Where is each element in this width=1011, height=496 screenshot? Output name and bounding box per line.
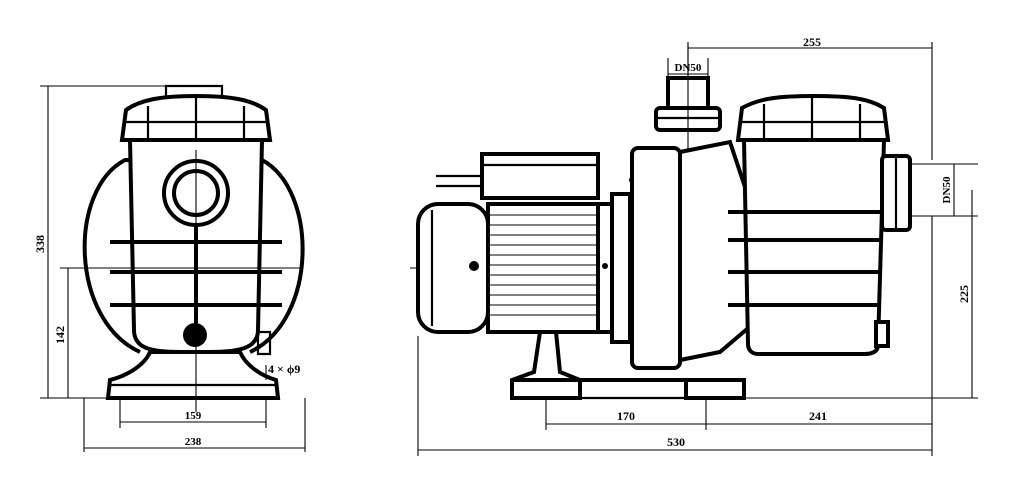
front-view: 338 142 159 238 4 × ϕ9 — [33, 84, 306, 452]
flange-bolt-1 — [602, 263, 608, 269]
dim-225-label: 225 — [957, 285, 971, 303]
dim-142-label: 142 — [53, 326, 67, 344]
dim-530-label: 530 — [667, 435, 685, 449]
drain-plug-side — [874, 320, 890, 348]
motor-end-screw — [469, 261, 479, 271]
side-view: 255 DN50 DN50 225 170 241 530 — [410, 35, 978, 456]
front-drain-fitting — [256, 330, 272, 356]
front-drain-plug — [183, 323, 207, 347]
bolt-holes-note: 4 × ϕ9 — [268, 362, 300, 376]
motor-body — [486, 202, 600, 334]
dim-238-label: 238 — [185, 436, 202, 448]
terminal-box — [480, 152, 600, 200]
motor-fins — [488, 214, 598, 316]
basket-housing — [741, 138, 887, 356]
motor-foot — [510, 330, 582, 400]
front-stand — [105, 350, 281, 400]
seal-plate — [610, 192, 632, 344]
dim-338-label: 338 — [33, 235, 47, 253]
volute-plate — [630, 146, 682, 370]
dn50-outlet-label: DN50 — [675, 62, 702, 74]
dim-241-label: 241 — [809, 409, 827, 423]
dim-159-label: 159 — [185, 410, 202, 422]
dim-255-label: 255 — [803, 35, 821, 49]
dim-170-label: 170 — [617, 409, 635, 423]
dn50-inlet-label: DN50 — [941, 176, 953, 203]
base-foot — [684, 378, 746, 400]
